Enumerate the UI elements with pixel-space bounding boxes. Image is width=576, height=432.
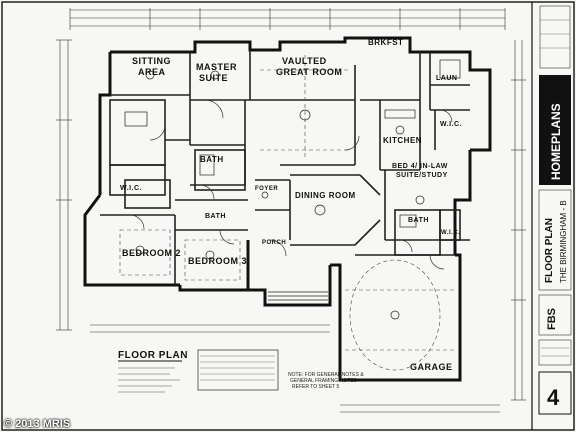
brand-text: HOMEPLANS bbox=[549, 103, 563, 180]
plan-name: THE BIRMINGHAM - B bbox=[559, 200, 568, 283]
room-label-dining: DINING ROOM bbox=[295, 191, 356, 200]
dimension-lines bbox=[56, 8, 526, 413]
room-label-garage: GARAGE bbox=[410, 362, 453, 372]
room-label-bath: BATH bbox=[205, 213, 226, 220]
room-label-bed4: BED 4/ IN-LAW bbox=[392, 163, 448, 170]
room-label-sitting-area: SITTING bbox=[132, 56, 171, 66]
room-label-master-suite-2: SUITE bbox=[199, 73, 228, 83]
fbs-logo: FBS bbox=[546, 308, 558, 330]
copyright-watermark: © 2013 MRIS bbox=[4, 418, 71, 430]
exterior-walls bbox=[83, 36, 492, 382]
brand-box bbox=[539, 75, 571, 185]
room-label-bath-right: BATH bbox=[408, 217, 429, 224]
room-label-kitchen: KITCHEN bbox=[383, 136, 422, 145]
room-label-wic: W.I.C. bbox=[120, 185, 142, 192]
room-label-sitting-area-2: AREA bbox=[138, 67, 166, 77]
room-label-vaulted: VAULTED bbox=[282, 56, 327, 66]
sheet-title: FLOOR PLAN bbox=[544, 218, 555, 283]
room-label-bedroom-3: BEDROOM 3 bbox=[188, 256, 247, 266]
room-label-laun: LAUN bbox=[436, 75, 457, 82]
room-label-porch: PORCH bbox=[262, 240, 286, 246]
stairs bbox=[268, 291, 328, 301]
notes-line-2: GENERAL FRAMING NOTES bbox=[290, 378, 357, 384]
sheet-number: 4 bbox=[547, 385, 560, 410]
notes-line-3: REFER TO SHEET 5 bbox=[292, 384, 339, 390]
room-label-wic-right: W.I.C. bbox=[441, 230, 460, 236]
notes-line-1: NOTE: FOR GENERAL NOTES & bbox=[288, 372, 364, 378]
room-label-study: SUITE/STUDY bbox=[396, 172, 448, 179]
room-label-master-bath: BATH bbox=[200, 155, 224, 164]
floor-plan-caption-title: FLOOR PLAN bbox=[118, 350, 188, 361]
interior-walls bbox=[100, 50, 470, 285]
fixtures bbox=[124, 59, 461, 320]
room-label-master-suite: MASTER bbox=[196, 62, 237, 72]
floor-plan-caption: FLOOR PLAN bbox=[118, 350, 188, 393]
room-label-great-room: GREAT ROOM bbox=[276, 67, 342, 77]
room-label-foyer: FOYER bbox=[255, 186, 278, 192]
title-block: HOMEPLANS FLOOR PLAN THE BIRMINGHAM - B … bbox=[531, 2, 572, 430]
room-label-wic-laundry: W.I.C. bbox=[440, 121, 462, 128]
room-label-brkfst: BRKFST bbox=[368, 38, 403, 47]
ceiling-lines bbox=[119, 55, 455, 371]
room-label-bedroom-2: BEDROOM 2 bbox=[122, 248, 181, 258]
door-swings bbox=[129, 99, 453, 270]
notes-box: NOTE: FOR GENERAL NOTES & GENERAL FRAMIN… bbox=[197, 349, 364, 391]
